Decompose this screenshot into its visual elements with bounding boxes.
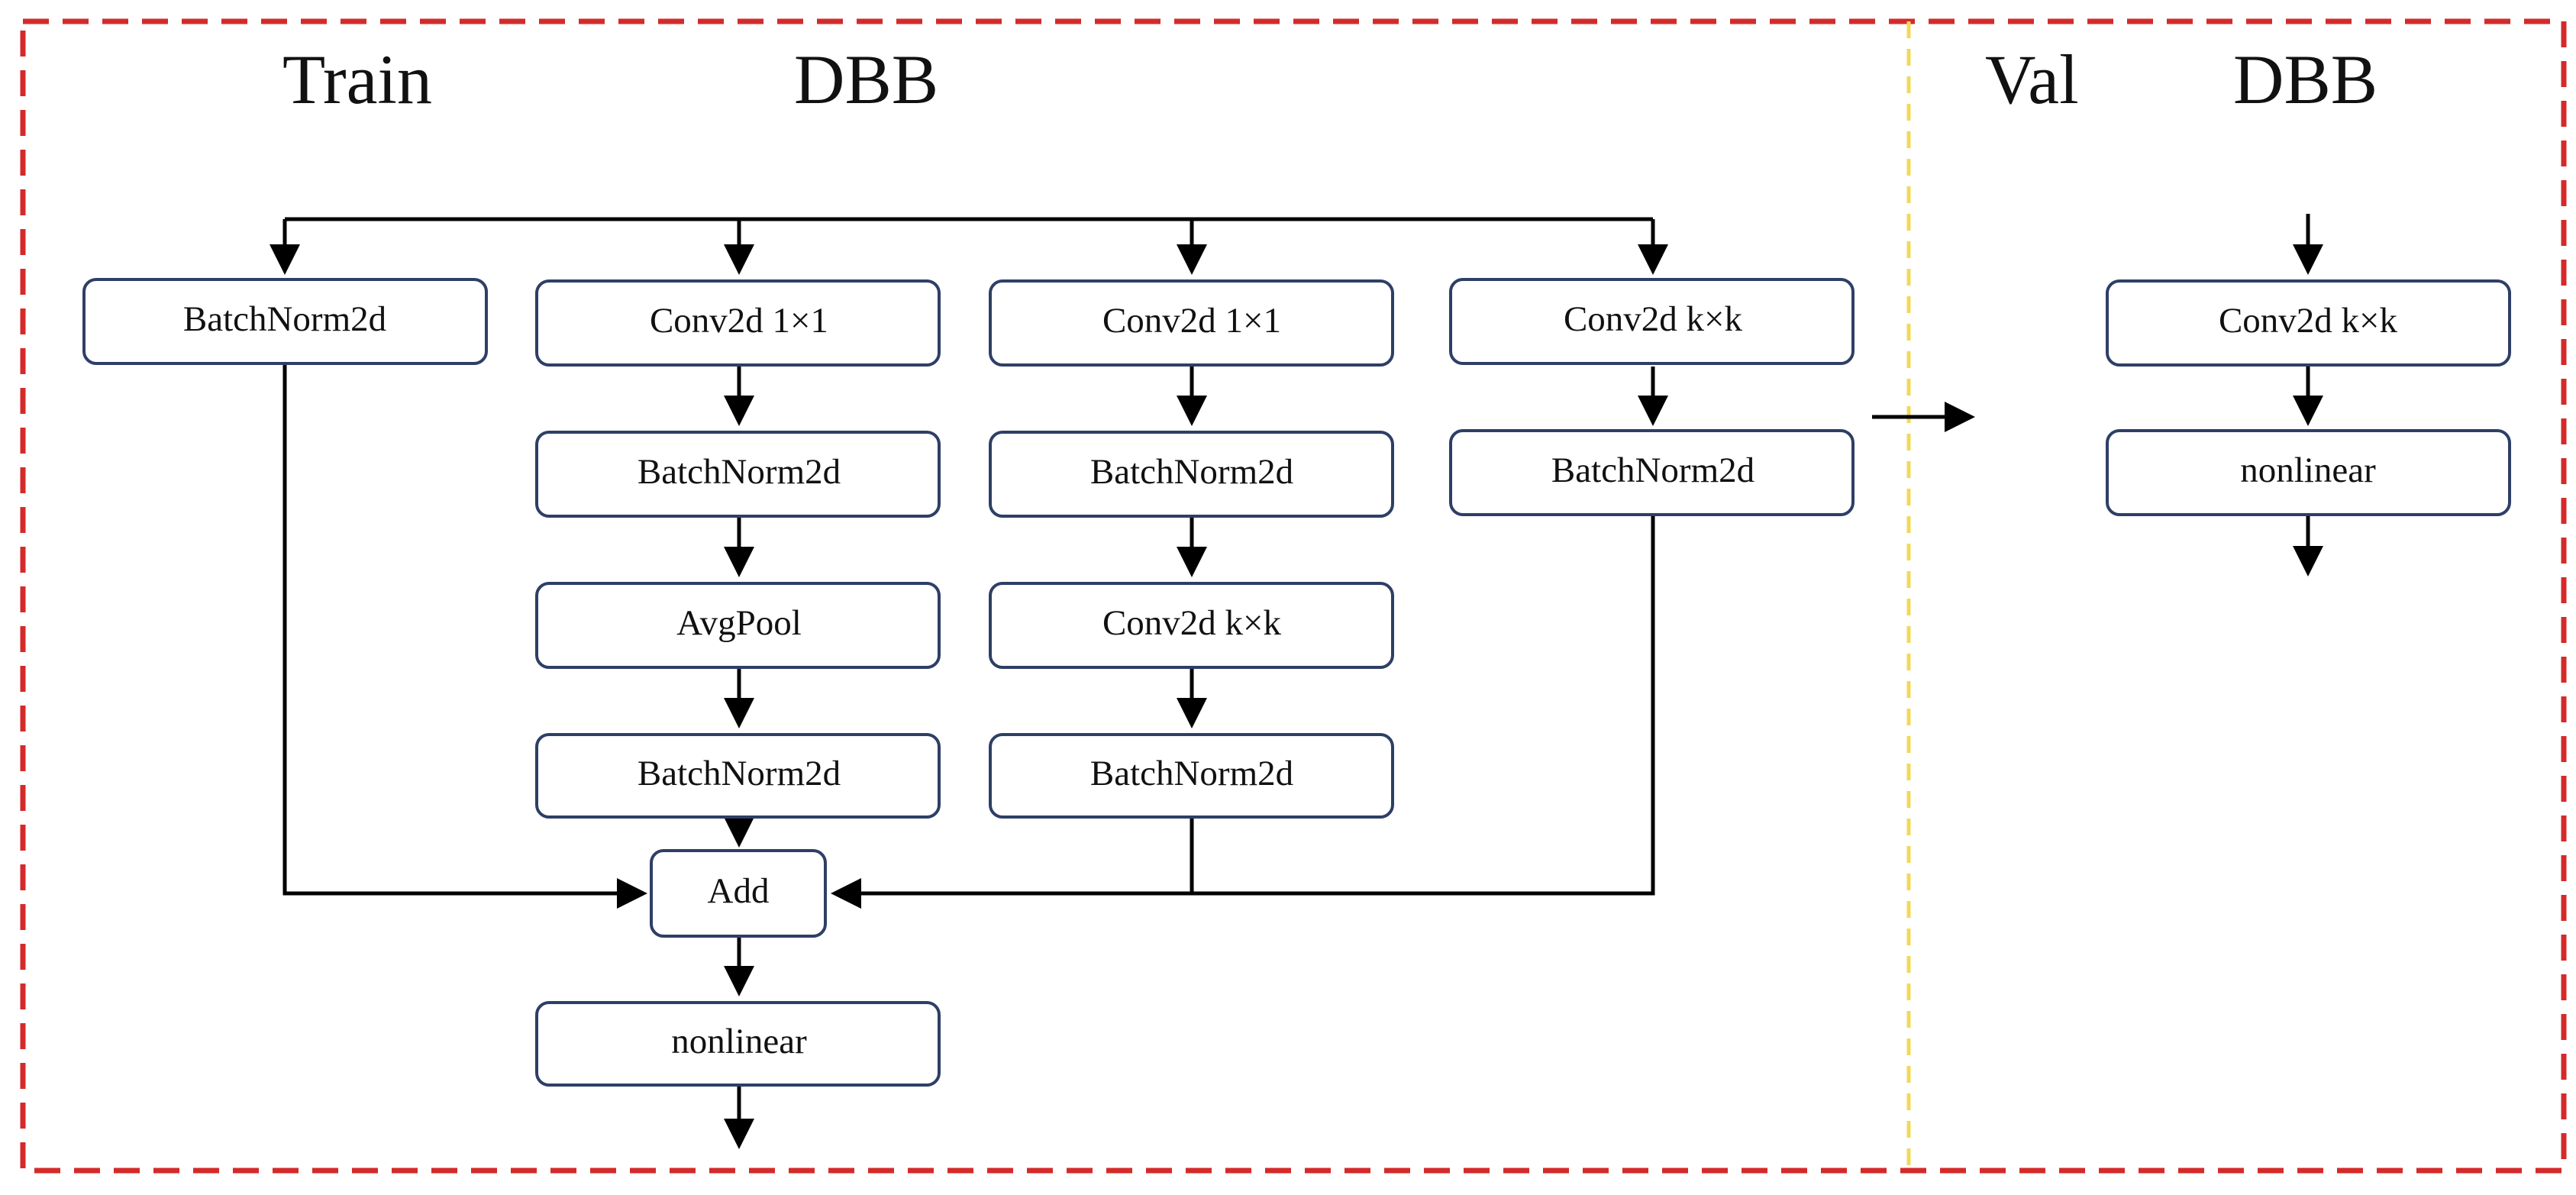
outer-dashed-frame: [20, 18, 2567, 1174]
val-dbb-title: DBB: [2233, 40, 2377, 118]
branch4-batchnorm-label: BatchNorm2d: [1551, 451, 1754, 490]
branch3-batchnorm1-box: BatchNorm2d: [989, 431, 1394, 518]
branch2-batchnorm2-box: BatchNorm2d: [535, 733, 941, 819]
branch2-avgpool-box: AvgPool: [535, 582, 941, 669]
train-dbb-title: DBB: [794, 40, 938, 118]
branch2-conv1x1-label: Conv2d 1×1: [650, 301, 828, 341]
branch3-convkxk-box: Conv2d k×k: [989, 582, 1394, 669]
train-nonlinear-label: nonlinear: [671, 1022, 807, 1061]
branch4-convkxk-label: Conv2d k×k: [1564, 299, 1743, 339]
b3-to-add-line: [831, 817, 1194, 909]
add-box: Add: [650, 849, 827, 938]
branch4-batchnorm-box: BatchNorm2d: [1449, 429, 1855, 516]
add-label: Add: [708, 871, 770, 911]
b1-to-add-line: [282, 365, 647, 909]
val-title: Val: [1985, 40, 2079, 118]
branch3-batchnorm2-label: BatchNorm2d: [1090, 754, 1293, 793]
branch2-avgpool-label: AvgPool: [676, 603, 802, 643]
branch3-batchnorm1-label: BatchNorm2d: [1090, 452, 1293, 492]
branch3-convkxk-label: Conv2d k×k: [1102, 603, 1282, 643]
branch3-batchnorm2-box: BatchNorm2d: [989, 733, 1394, 819]
val-nonlinear-box: nonlinear: [2106, 429, 2511, 516]
branch1-batchnorm-box: BatchNorm2d: [82, 278, 488, 365]
val-convkxk-box: Conv2d k×k: [2106, 279, 2511, 367]
branch2-conv1x1-box: Conv2d 1×1: [535, 279, 941, 367]
branch1-batchnorm-label: BatchNorm2d: [183, 299, 386, 339]
b4-to-add-line: [1192, 516, 1655, 896]
val-nonlinear-label: nonlinear: [2240, 451, 2376, 490]
branch3-conv1x1-label: Conv2d 1×1: [1102, 301, 1281, 341]
train-title: Train: [282, 40, 432, 118]
branch2-batchnorm1-box: BatchNorm2d: [535, 431, 941, 518]
branch4-convkxk-box: Conv2d k×k: [1449, 278, 1855, 365]
branch3-conv1x1-box: Conv2d 1×1: [989, 279, 1394, 367]
val-convkxk-label: Conv2d k×k: [2219, 301, 2398, 341]
train-connectors: [270, 217, 1668, 1149]
branch2-batchnorm2-label: BatchNorm2d: [638, 754, 841, 793]
branch2-batchnorm1-label: BatchNorm2d: [638, 452, 841, 492]
train-nonlinear-box: nonlinear: [535, 1001, 941, 1087]
